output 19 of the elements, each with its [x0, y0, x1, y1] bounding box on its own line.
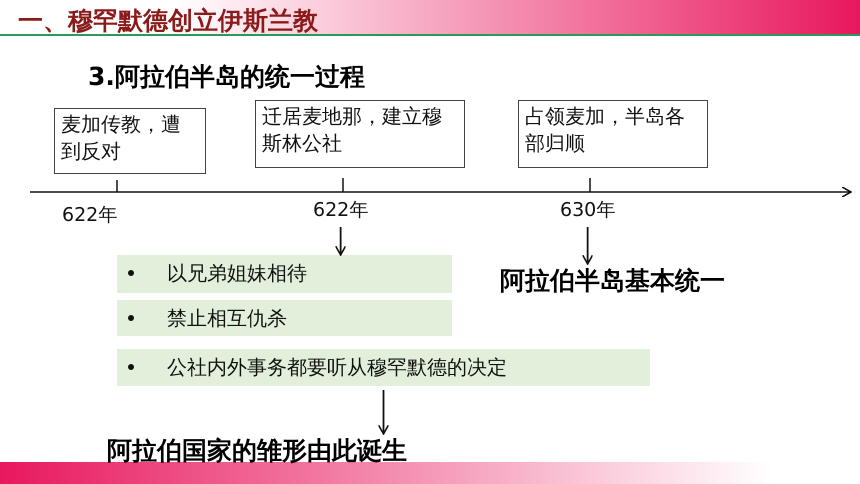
bullet-text: 公社内外事务都要听从穆罕默德的决定: [167, 355, 507, 379]
conclusion-text: 阿拉伯国家的雏形由此诞生: [107, 434, 407, 467]
bullet-text: 禁止相互仇杀: [167, 306, 287, 330]
event-box: 迁居麦地那，建立穆斯林公社: [255, 100, 465, 168]
bullet-text: 以兄弟姐妹相待: [167, 261, 307, 285]
section-heading: 3.阿拉伯半岛的统一过程: [88, 61, 365, 93]
event-box: 麦加传教，遭到反对: [54, 108, 206, 174]
bullet-item: [117, 300, 452, 336]
year-label: 622年: [313, 197, 368, 223]
slide-title: 一、穆罕默德创立伊斯兰教: [18, 5, 318, 37]
conclusion-text: 阿拉伯半岛基本统一: [500, 264, 725, 297]
bullet-item: [117, 255, 452, 293]
arrow: [334, 227, 346, 256]
year-label: 630年: [560, 197, 616, 223]
event-box: 占领麦加，半岛各部归顺: [518, 100, 708, 168]
bullet-item: [117, 349, 650, 386]
arrow: [378, 390, 390, 435]
year-label: 622年: [62, 202, 118, 228]
arrow: [582, 227, 594, 265]
